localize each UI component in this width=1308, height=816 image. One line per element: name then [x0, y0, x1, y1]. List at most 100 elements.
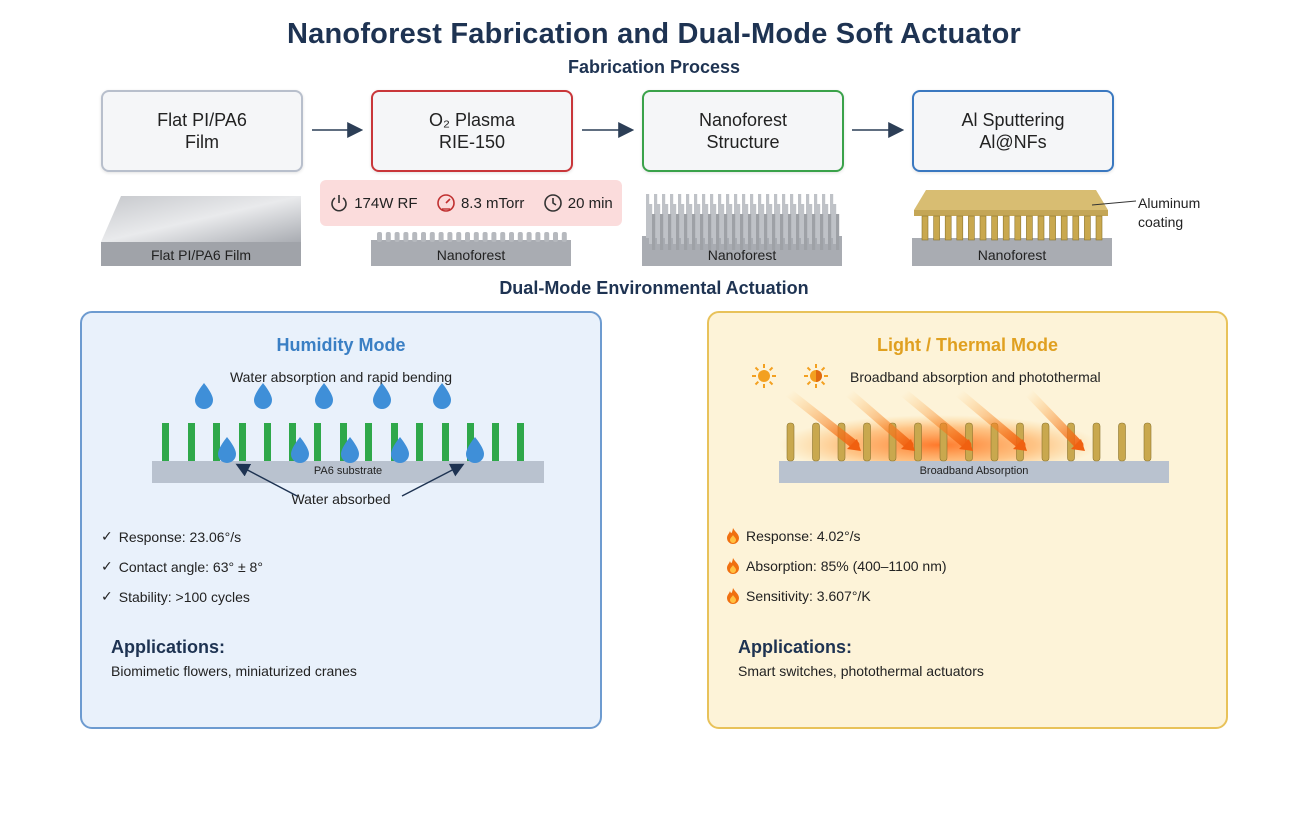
nanopillar: [742, 194, 746, 238]
flat-film-illustration: [101, 196, 301, 266]
nanopillar: [790, 194, 794, 238]
humidity-caption: Water absorption and rapid bending: [229, 369, 453, 385]
sun-half-icon: [804, 364, 828, 388]
image-al-coated: Nanoforest: [912, 186, 1112, 266]
green-pillar: [314, 423, 321, 461]
aluminum-coating-label: Aluminum coating: [1138, 195, 1201, 230]
nanopillar: [788, 214, 792, 250]
water-drop-icon: [391, 437, 409, 463]
image-label: Flat PI/PA6 Film: [150, 247, 252, 263]
etched-bump: [535, 232, 541, 242]
coated-pillar: [1060, 215, 1068, 241]
thermal-applications: Smart switches, photothermal actuators: [738, 663, 984, 679]
light-beam: [844, 388, 914, 450]
step-label-line2: Structure: [706, 132, 780, 152]
image-etched: Nanoforest: [371, 226, 571, 266]
coated-pillar: [991, 215, 998, 241]
nanopillar: [833, 204, 837, 244]
nanopillar: [748, 214, 752, 250]
nanopillar: [702, 194, 706, 238]
step-nanoforest: Nanoforest Structure: [642, 90, 844, 172]
nanopillar: [729, 204, 733, 244]
pa6-substrate-label: PA6 substrate: [313, 465, 383, 477]
nanopillar: [665, 204, 669, 244]
nanopillar: [830, 194, 834, 238]
green-pillar: [391, 423, 398, 461]
param-power: 174W RF: [354, 194, 418, 212]
nanopillar: [649, 204, 653, 244]
step-plasma: O₂ Plasma RIE-150: [371, 90, 573, 172]
nanopillar: [737, 204, 741, 244]
green-pillar: [289, 423, 296, 461]
nanopillar: [769, 204, 773, 244]
nanopillar: [777, 204, 781, 244]
nanopillar: [745, 204, 749, 244]
power-icon: [331, 195, 347, 212]
etched-bump: [473, 232, 479, 242]
gauge-icon: [437, 194, 455, 212]
nanopillar: [809, 204, 813, 244]
coated-pillar: [933, 215, 940, 241]
coated-pillar: [921, 215, 929, 241]
nanopillar: [798, 194, 802, 238]
nanopillar: [676, 214, 680, 250]
process-arrows: [312, 122, 905, 138]
coated-pillar: [1037, 215, 1045, 241]
etched-bump: [447, 232, 453, 242]
light-beam: [1024, 388, 1084, 450]
humidity-metric-response: ✓Response: 23.06°/s: [101, 528, 242, 545]
image-label: Nanoforest: [707, 247, 777, 263]
etched-bump: [561, 232, 567, 242]
nanopillar: [657, 204, 661, 244]
water-drop-icon: [254, 383, 272, 409]
nanopillar: [814, 194, 818, 238]
water-drop-icon: [433, 383, 451, 409]
water-drop-icon: [315, 383, 333, 409]
step-label-line1: Nanoforest: [698, 110, 788, 130]
nanopillar: [825, 204, 829, 244]
etched-bump: [491, 232, 497, 242]
nanopillar: [700, 214, 704, 250]
water-drop-icon: [341, 437, 359, 463]
nanopillar: [772, 214, 776, 250]
etched-bump: [456, 232, 462, 242]
nanopillar: [705, 204, 709, 244]
broadband-absorption-label: Broadband Absorption: [919, 465, 1029, 477]
check-icon: ✓: [101, 528, 113, 544]
nanopillar: [780, 214, 784, 250]
nanopillar: [721, 204, 725, 244]
green-pillar: [442, 423, 449, 461]
param-pressure: 8.3 mTorr: [460, 194, 525, 212]
light-beam: [784, 388, 860, 450]
etched-bump: [438, 232, 444, 242]
green-pillar: [162, 423, 169, 461]
nanopillar: [710, 194, 714, 238]
gold-pillar: [1143, 422, 1152, 462]
thermal-metric-absorption: Absorption: 85% (400–1100 nm): [726, 558, 947, 574]
nanopillar: [670, 194, 674, 238]
step-label-line2: Al@NFs: [979, 132, 1047, 152]
plasma-parameters: 174W RF 8.3 mTorr 20 min: [320, 180, 622, 226]
water-drop-icon: [218, 437, 236, 463]
humidity-mode-title: Humidity Mode: [276, 335, 406, 355]
coated-pillar: [1072, 215, 1080, 241]
green-pillar: [213, 423, 220, 461]
step-flat-film: Flat PI/PA6 Film: [101, 90, 303, 172]
nanopillar: [817, 204, 821, 244]
nanopillar: [740, 214, 744, 250]
humidity-applications-heading: Applications:: [111, 637, 226, 657]
nanopillar: [716, 214, 720, 250]
green-pillar: [239, 423, 246, 461]
light-arrowhead: [1071, 439, 1085, 451]
nanopillar: [750, 194, 754, 238]
thermal-metric-sensitivity: Sensitivity: 3.607°/K: [726, 588, 871, 604]
etched-bump: [500, 232, 506, 242]
green-pillar: [264, 423, 271, 461]
sun-icon: [752, 364, 776, 388]
nanopillar: [806, 194, 810, 238]
param-time: 20 min: [567, 194, 613, 212]
nanopillar: [660, 214, 664, 250]
arrow-icon: [401, 463, 465, 497]
nanopillar: [692, 214, 696, 250]
green-pillar: [365, 423, 372, 461]
